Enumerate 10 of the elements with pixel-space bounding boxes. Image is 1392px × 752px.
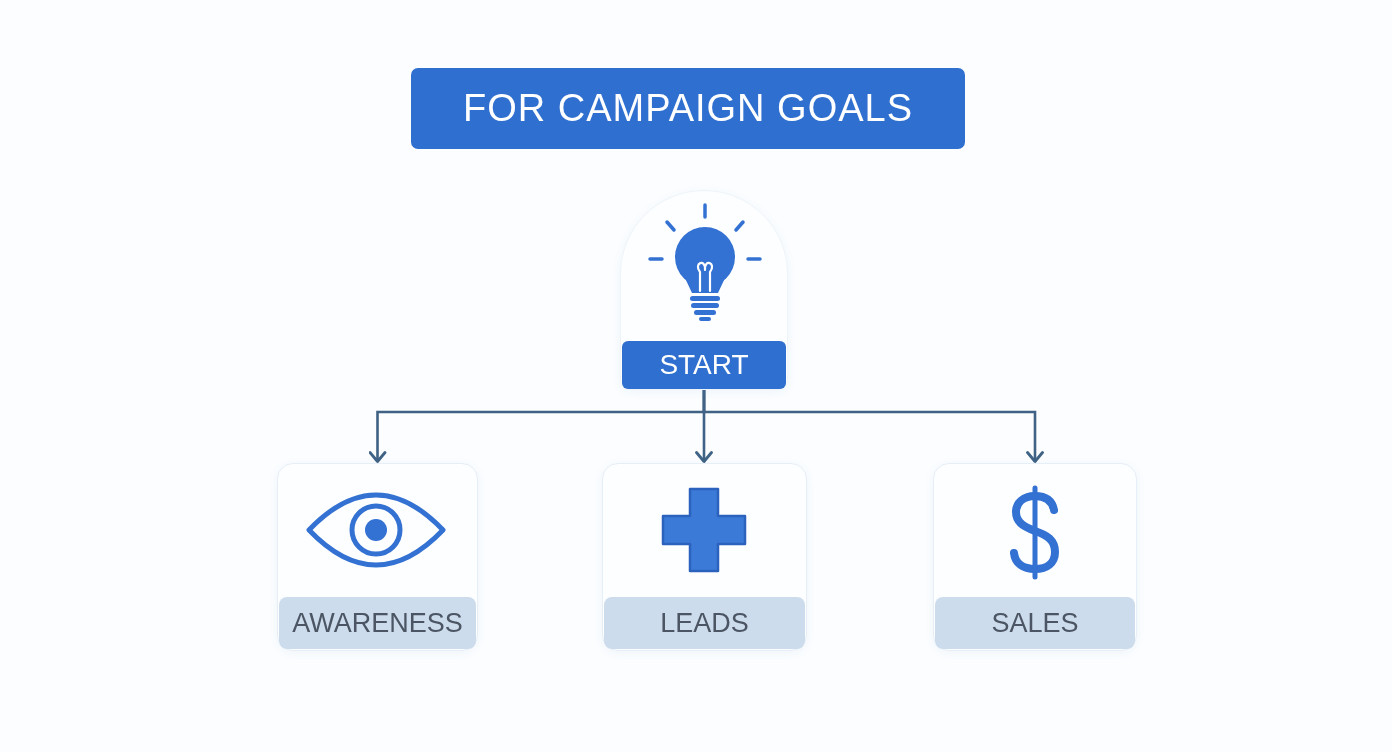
stage-label: START	[622, 341, 786, 389]
goal-card	[933, 463, 1137, 651]
goal-card	[277, 463, 478, 651]
stage-label: AWARENESS	[279, 597, 476, 649]
connector-arrow	[702, 390, 1044, 463]
goal-card	[602, 463, 807, 651]
stage-label: LEADS	[604, 597, 805, 649]
title-banner: FOR CAMPAIGN GOALS	[411, 68, 965, 149]
start-card	[620, 190, 788, 390]
stage-label: SALES	[935, 597, 1135, 649]
